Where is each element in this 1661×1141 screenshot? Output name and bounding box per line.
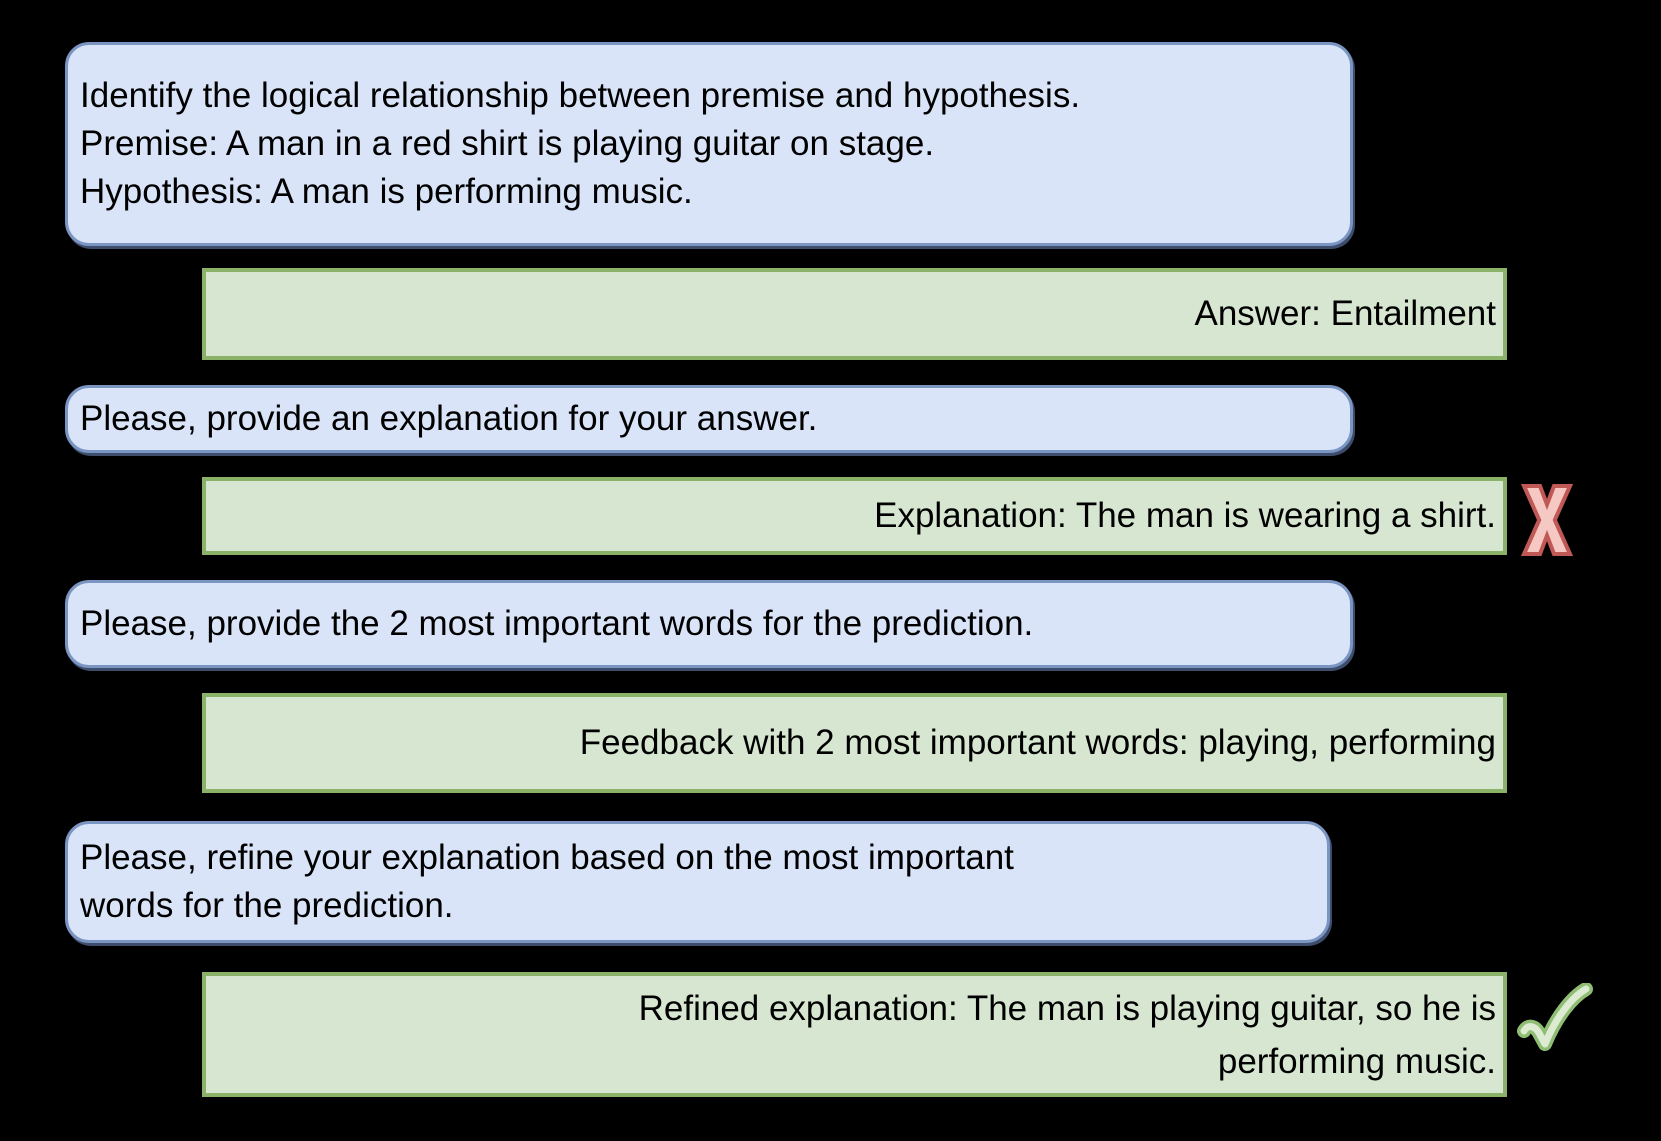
model-message-explanation: Explanation: The man is wearing a shirt. (202, 477, 1507, 555)
user-message-important-words-request: Please, provide the 2 most important wor… (65, 580, 1353, 668)
message-line: Premise: A man in a red shirt is playing… (80, 124, 935, 163)
message-line: Answer: Entailment (1194, 294, 1496, 333)
user-message-refine-request: Please, refine your explanation based on… (65, 821, 1330, 943)
user-message-task-prompt: Identify the logical relationship betwee… (65, 42, 1353, 246)
message-line: Please, provide the 2 most important wor… (80, 604, 1034, 643)
model-message-feedback: Feedback with 2 most important words: pl… (202, 693, 1507, 793)
message-line: performing music. (1217, 1041, 1496, 1081)
message-line: words for the prediction. (80, 886, 454, 925)
message-line: Explanation: The man is wearing a shirt. (874, 496, 1496, 535)
message-line: Please, provide an explanation for your … (80, 399, 818, 438)
model-message-answer: Answer: Entailment (202, 268, 1507, 360)
user-message-explanation-request: Please, provide an explanation for your … (65, 385, 1353, 453)
message-line: Feedback with 2 most important words: pl… (579, 723, 1496, 762)
message-line: Hypothesis: A man is performing music. (80, 172, 693, 211)
message-line: Please, refine your explanation based on… (80, 838, 1014, 877)
message-line: Refined explanation: The man is playing … (638, 988, 1496, 1028)
x-mark-icon (1520, 483, 1574, 557)
check-mark-icon (1514, 983, 1600, 1065)
model-message-refined-explanation: Refined explanation: The man is playing … (202, 972, 1507, 1097)
message-line: Identify the logical relationship betwee… (80, 76, 1081, 115)
